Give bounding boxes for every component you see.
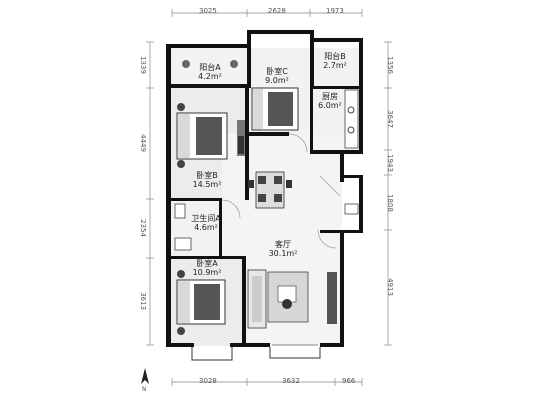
dimension-bottom-2: 3632 [282, 377, 300, 385]
dimension-left-2: 4449 [138, 134, 147, 152]
right-dimension-lines [384, 41, 392, 346]
bay-windows [191, 344, 321, 361]
kitchen-counters [344, 89, 359, 215]
bed-bedroom-a [176, 279, 226, 325]
room-balcony-b: 阳台B 2.7m² [312, 52, 358, 70]
room-bedroom-b: 卧室B 14.5m² [182, 171, 232, 189]
top-dimension-lines [171, 9, 363, 17]
room-area: 4.2m² [198, 72, 222, 82]
left-dimension-lines [146, 41, 154, 346]
room-area: 14.5m² [192, 180, 222, 190]
dimension-top-3: 1973 [326, 7, 344, 15]
dimension-left-1: 1339 [138, 56, 147, 74]
living-room-furniture [247, 269, 337, 329]
dimension-left-4: 3613 [138, 292, 147, 310]
room-name: 卧室C [266, 67, 288, 76]
room-area: 10.9m² [192, 268, 222, 278]
room-name: 卫生间A [191, 214, 221, 223]
bed-bedroom-b [176, 112, 228, 160]
compass-icon [141, 368, 149, 384]
room-kitchen: 厨房 6.0m² [310, 92, 350, 110]
room-area: 4.6m² [194, 223, 218, 233]
room-name: 客厅 [275, 240, 291, 249]
dimension-right-1: 1356 [385, 56, 394, 74]
room-name: 阳台B [324, 52, 346, 61]
room-name: 卧室A [196, 259, 218, 268]
nightstands [177, 103, 185, 335]
dimension-right-5: 4913 [385, 278, 394, 296]
dimension-left-3: 2354 [138, 219, 147, 237]
room-living-room: 客厅 30.1m² [258, 240, 308, 258]
room-balcony-a: 阳台A 4.2m² [185, 63, 235, 81]
dimension-top-1: 3025 [199, 7, 217, 15]
bottom-dimension-lines [171, 378, 363, 386]
dimension-right-2: 3647 [385, 110, 394, 128]
dining-table [248, 171, 292, 209]
room-area: 2.7m² [323, 61, 347, 71]
room-name: 厨房 [322, 92, 338, 101]
door-swings [221, 133, 341, 249]
room-bedroom-a: 卧室A 10.9m² [182, 259, 232, 277]
room-area: 30.1m² [268, 249, 298, 259]
dimension-bottom-1: 3028 [199, 377, 217, 385]
walls [166, 30, 363, 347]
bed-bedroom-c [251, 87, 299, 131]
dimension-right-3: 1943 [385, 154, 394, 172]
room-name: 阳台A [199, 63, 221, 72]
dimension-right-4: 1808 [385, 194, 394, 212]
dimension-bottom-3: 966 [342, 377, 356, 385]
room-bedroom-c: 卧室C 9.0m² [254, 67, 300, 85]
room-bathroom-a: 卫生间A 4.6m² [184, 214, 228, 232]
balcony-plants [182, 60, 238, 68]
room-area: 6.0m² [318, 101, 342, 111]
room-area: 9.0m² [265, 76, 289, 86]
room-name: 卧室B [196, 171, 218, 180]
bathroom-fixtures [174, 203, 192, 251]
wardrobes [237, 120, 245, 156]
compass-label: N [142, 386, 147, 393]
dimension-top-2: 2628 [268, 7, 286, 15]
